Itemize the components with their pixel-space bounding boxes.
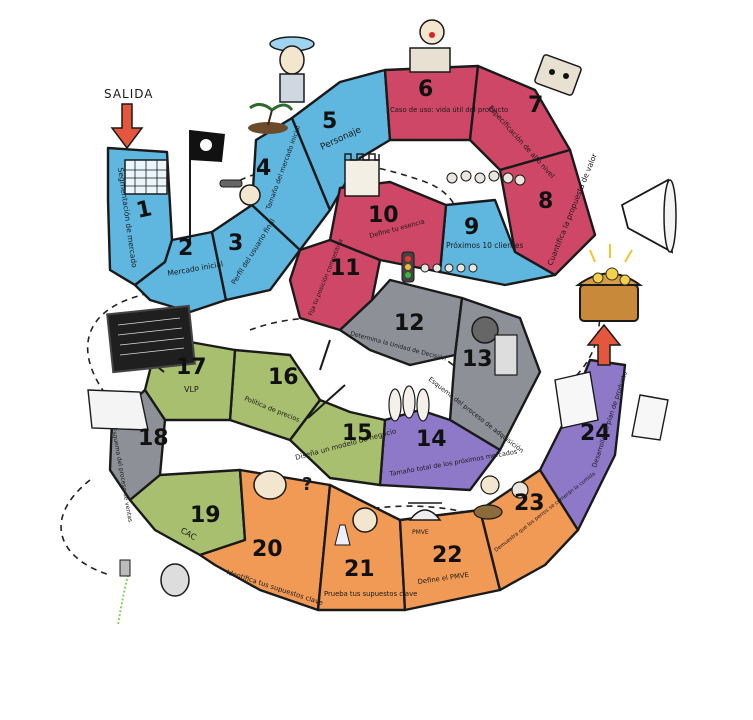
step-number-14: 14 <box>416 427 447 452</box>
step-number-12: 12 <box>394 311 425 336</box>
step-number-18: 18 <box>138 426 169 451</box>
step-tile-11 <box>288 238 382 332</box>
start-label: SALIDA <box>104 87 154 101</box>
robot-icon <box>534 54 582 96</box>
step-label-9: Próximos 10 clientes <box>446 241 524 250</box>
step-label-6: Caso de uso: vida útil del producto <box>390 106 508 114</box>
step-number-13: 13 <box>462 347 493 372</box>
step-number-1: 1 <box>134 196 154 224</box>
step-number-6: 6 <box>418 77 433 102</box>
step-number-5: 5 <box>322 109 337 134</box>
blackboard-icon <box>106 304 196 374</box>
step-number-8: 8 <box>538 189 553 214</box>
dog-bowl-icon <box>473 475 529 520</box>
step-number-23: 23 <box>514 491 545 516</box>
flask-scientist-icon <box>334 507 378 546</box>
step-tile-3 <box>210 203 302 302</box>
step-number-20: 20 <box>252 537 283 562</box>
finish-arrow-icon <box>586 323 622 366</box>
svg-text:?: ? <box>302 474 312 495</box>
step-number-2: 2 <box>178 236 193 261</box>
step-number-17: 17 <box>176 355 207 380</box>
treasure-chest-icon <box>574 244 644 322</box>
explorer-icon <box>219 179 261 206</box>
castle-icon <box>344 153 380 197</box>
bowling-pins-icon <box>388 385 430 422</box>
tools-icon <box>307 339 346 419</box>
chess-piece-icon <box>420 263 478 273</box>
step-number-16: 16 <box>268 365 299 390</box>
camera-icon <box>471 316 518 376</box>
step-number-4: 4 <box>256 156 271 181</box>
island-icon <box>248 103 294 134</box>
step-tile-23 <box>478 468 580 592</box>
step-9: 9 Próximos 10 clientes <box>446 215 524 250</box>
tourist-icon <box>269 36 315 103</box>
step-number-24: 24 <box>580 421 611 446</box>
start-marker: SALIDA <box>104 87 154 150</box>
helicopter-hat-icon: PMVE <box>408 502 442 536</box>
spray-robot-icon <box>117 559 190 626</box>
step-number-3: 3 <box>228 231 243 256</box>
megaphone-icon <box>620 178 677 254</box>
blueprint-icon <box>554 371 669 441</box>
step-label-17: VLP <box>184 385 199 394</box>
step-number-11: 11 <box>330 256 361 281</box>
step-number-15: 15 <box>342 421 373 446</box>
step-number-21: 21 <box>344 557 375 582</box>
pirate-flag-icon <box>189 130 225 245</box>
traffic-light-icon <box>401 251 415 283</box>
crowd-icon <box>446 170 526 186</box>
step-number-9: 9 <box>464 215 479 240</box>
calendar-icon <box>124 159 168 195</box>
step-number-19: 19 <box>190 503 221 528</box>
svg-text:PMVE: PMVE <box>412 529 429 536</box>
scientist-icon: ? <box>253 470 312 500</box>
step-tile-2 <box>133 230 228 314</box>
step-number-7: 7 <box>528 93 543 118</box>
step-17: 17 VLP <box>176 355 207 394</box>
step-number-10: 10 <box>368 203 399 228</box>
step-number-22: 22 <box>432 543 463 568</box>
start-arrow-icon <box>110 103 144 150</box>
finish-marker <box>574 244 644 366</box>
map-icon <box>87 389 149 431</box>
step-label-21: Prueba tus supuestos clave <box>324 590 417 598</box>
jack-in-box-icon <box>409 19 451 73</box>
step-6: 6 Caso de uso: vida útil del producto <box>390 77 508 114</box>
step-21: 21 Prueba tus supuestos clave <box>324 557 417 598</box>
